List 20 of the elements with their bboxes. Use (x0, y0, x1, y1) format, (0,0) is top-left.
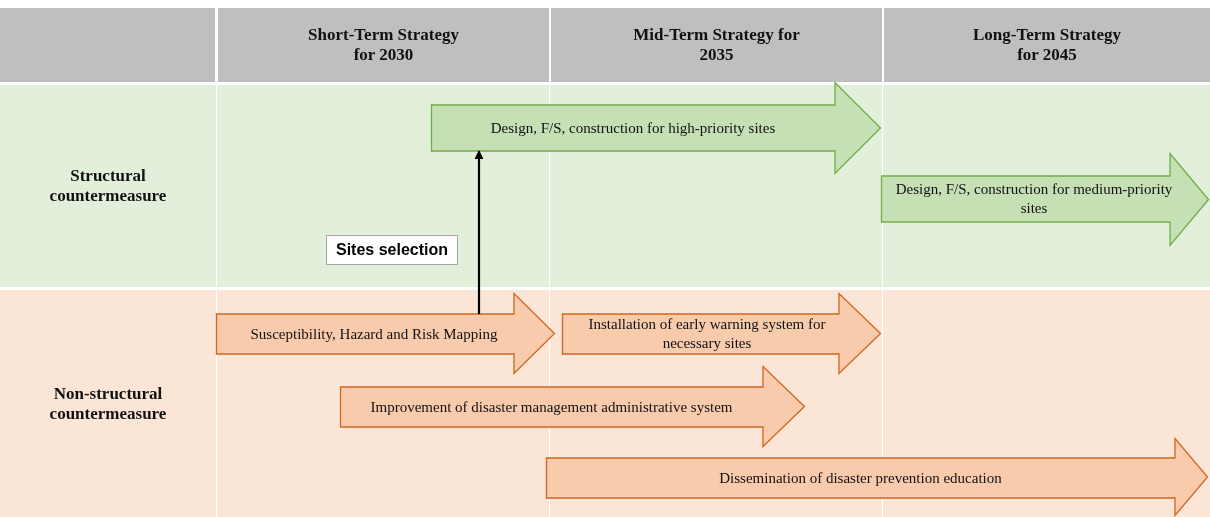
arrow (474, 150, 484, 314)
row-heading: Non-structural countermeasure (48, 383, 168, 424)
arrow-label: Design, F/S, construction for medium-priority sites (894, 180, 1174, 218)
process-block (216, 293, 555, 374)
process-block (431, 82, 881, 174)
process-block (340, 366, 805, 447)
process-block (881, 153, 1209, 246)
process-block (562, 293, 881, 374)
row-band (0, 290, 1210, 517)
arrow-label: Improvement of disaster management administrative system (370, 397, 733, 417)
edge-label: Sites selection (326, 234, 459, 265)
column-heading: Short-Term Strategy for 2030 (307, 25, 460, 65)
column-heading: Long-Term Strategy for 2045 (971, 25, 1123, 65)
process-block (546, 438, 1208, 516)
arrow-label: Dissemination of disaster prevention education (719, 468, 1002, 488)
row-heading: Structural countermeasure (48, 166, 168, 206)
arrow-label: Susceptibility, Hazard and Risk Mapping (250, 324, 498, 344)
column-heading: Mid-Term Strategy for 2035 (632, 25, 801, 65)
arrow-label: Installation of early warning system for necessary sites (587, 315, 827, 353)
arrow-label: Design, F/S, construction for high-priority sites (490, 118, 776, 138)
